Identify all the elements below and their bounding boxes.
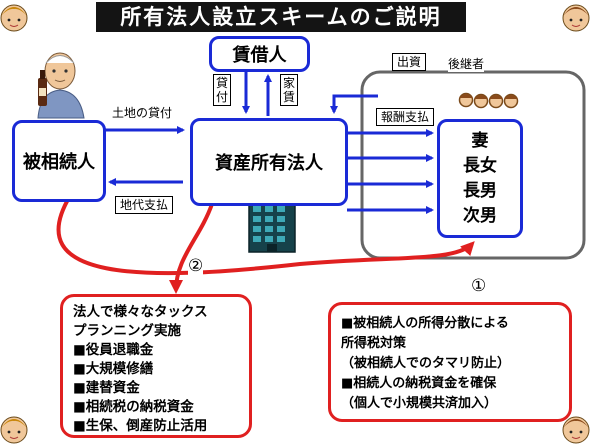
right-note-line-1: ■被相続人の所得分散による	[341, 316, 509, 331]
rent-out-char-2: 付	[215, 90, 228, 104]
tax-planning-note: 法人で様々なタックス プランニング実施 ■役員退職金 ■大規模修繕 ■建替資金 …	[60, 294, 252, 438]
heir-second-son: 次男	[463, 205, 497, 226]
decedent-label: 被相続人	[23, 152, 95, 173]
land-lease-label: 土地の貸付	[112, 104, 173, 121]
company-label: 資産所有法人	[215, 153, 323, 174]
right-note-line-3: （被相続人でのタマリ防止）	[341, 356, 511, 371]
family-faces-icon	[458, 92, 519, 109]
right-note-line-2: 所得税対策	[341, 336, 407, 351]
marker-two: ②	[188, 256, 204, 276]
arrow-investment	[330, 94, 378, 114]
heir-wife: 妻	[471, 130, 489, 151]
remuneration-label: 報酬支払	[376, 108, 435, 126]
heir-eldest-daughter: 長女	[463, 155, 497, 176]
rent-out-label: 貸 付	[213, 74, 231, 106]
investment-label: 出資	[392, 53, 427, 71]
company-box: 資産所有法人	[190, 118, 348, 206]
rent-out-char-1: 貸	[215, 76, 228, 90]
heirs-group-frame	[360, 70, 586, 260]
left-note-line-3: ■役員退職金	[73, 342, 154, 358]
ground-rent-label: 地代支払	[115, 196, 174, 214]
elderly-man-icon	[37, 52, 85, 119]
right-note-line-5: （個人で小規模共済加入）	[341, 396, 498, 411]
left-note-line-5: ■建替資金	[73, 380, 140, 396]
decedent-box: 被相続人	[12, 120, 106, 202]
right-note-line-4: ■相続人の納税資金を確保	[341, 376, 497, 391]
arrow-one-curve	[56, 194, 475, 276]
corner-face-top-left-icon	[0, 4, 28, 32]
heir-eldest-son: 長男	[463, 180, 497, 201]
income-dispersion-note: ■被相続人の所得分散による 所得税対策 （被相続人でのタマリ防止） ■相続人の納…	[328, 302, 572, 422]
marker-one: ①	[471, 276, 487, 296]
corner-face-bottom-right-icon	[562, 416, 590, 444]
arrow-two-curve	[169, 203, 214, 294]
page-title: 所有法人設立スキームのご説明	[96, 2, 466, 32]
heirs-box: 妻 長女 長男 次男	[437, 119, 523, 238]
left-note-line-7: ■生保、倒産防止活用	[73, 418, 208, 434]
house-rent-char-1: 家	[282, 76, 295, 90]
left-note-line-1: 法人で様々なタックス	[73, 304, 208, 320]
left-note-line-4: ■大規模修繕	[73, 361, 154, 377]
left-note-line-6: ■相続税の納税資金	[73, 399, 194, 415]
corner-face-top-right-icon	[562, 4, 590, 32]
lessee-label: 賃借人	[232, 45, 287, 66]
left-note-line-2: プランニング実施	[73, 323, 181, 339]
house-rent-char-2: 賃	[282, 90, 295, 104]
house-rent-label: 家 賃	[280, 74, 298, 106]
lessee-box: 賃借人	[209, 36, 310, 72]
successor-label: 後継者	[448, 55, 485, 72]
corner-face-bottom-left-icon	[0, 416, 28, 444]
